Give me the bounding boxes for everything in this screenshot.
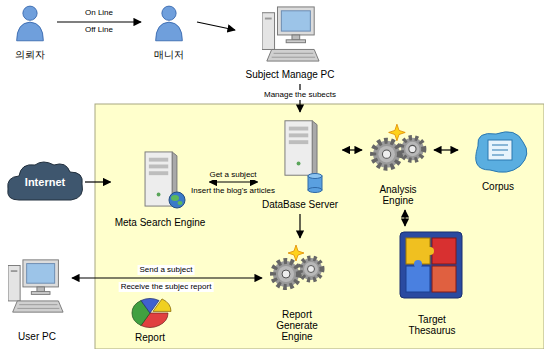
node-label: User PC — [18, 331, 56, 342]
node-caption: DataBase Server — [258, 194, 343, 212]
gears-icon — [373, 124, 424, 167]
person-icon — [156, 6, 183, 41]
person-node: 의뢰자 — [3, 0, 57, 64]
thesaurus-node: Target Thesaurus — [382, 226, 482, 340]
node-label: Corpus — [482, 181, 514, 192]
puzzle-icon — [400, 232, 462, 298]
node-caption: Corpus — [458, 176, 538, 194]
edge-label: Manage the subects — [262, 90, 338, 100]
gears-icon — [273, 245, 322, 287]
person-icon — [17, 6, 44, 41]
node-label: DataBase Server — [262, 199, 338, 210]
node-label: Meta Search Engine — [115, 217, 206, 228]
corpus-icon — [476, 132, 527, 172]
node-caption: Target Thesaurus — [382, 314, 482, 338]
edge-label: On Line — [83, 8, 115, 18]
node-caption: Report — [110, 327, 190, 345]
pc-node: Subject Manage PC — [235, 0, 345, 84]
connector-arrow — [343, 149, 363, 150]
pc-icon — [262, 7, 319, 61]
connector-arrow — [72, 277, 262, 278]
node-label: 의뢰자 — [15, 49, 45, 60]
person-node: 매니저 — [141, 0, 197, 64]
pc-node: User PC — [2, 250, 72, 346]
node-label: Analysis Engine — [373, 184, 423, 206]
node-label: Subject Manage PC — [246, 69, 335, 80]
node-caption: Analysis Engine — [362, 184, 434, 208]
flow-note: Off Line — [83, 25, 115, 35]
node-label: Report — [135, 332, 165, 343]
connector-arrow — [434, 149, 458, 150]
node-caption: 의뢰자 — [3, 44, 57, 62]
node-caption: Subject Manage PC — [235, 64, 345, 82]
report-node: Report — [110, 293, 190, 347]
connector-arrow — [57, 21, 141, 22]
node-label: Report Generate Engine — [273, 309, 321, 342]
node-label: Internet — [25, 177, 65, 188]
engine-node: Report Generate Engine — [262, 238, 332, 346]
connector-arrow — [85, 181, 111, 182]
corpus-node: Corpus — [458, 118, 538, 196]
node-label: Target Thesaurus — [405, 314, 460, 336]
node-caption: User PC — [2, 326, 72, 344]
server-node: DataBase Server — [258, 112, 343, 214]
connector-arrow — [197, 22, 235, 30]
pc-icon — [8, 260, 63, 312]
engine-node: Analysis Engine — [362, 118, 434, 210]
globe-icon — [169, 192, 185, 208]
database-cylinder — [308, 174, 322, 193]
node-caption: Report Generate Engine — [262, 309, 332, 344]
pie-chart-icon — [132, 299, 171, 328]
connector-arrow — [299, 214, 300, 238]
node-label: 매니저 — [154, 49, 184, 60]
node-caption: Internet — [5, 160, 85, 204]
edge-label: Get a subject — [207, 170, 258, 180]
connector-arrow — [210, 181, 258, 182]
cloud-outline — [8, 162, 83, 200]
connector-arrow — [404, 210, 405, 226]
system-region — [95, 104, 544, 349]
server-icon — [285, 121, 317, 176]
cloud-node: Internet — [5, 160, 85, 204]
edge-label: Send a subject — [138, 265, 195, 275]
node-caption: Meta Search Engine — [111, 212, 210, 230]
node-caption: 매니저 — [141, 44, 197, 62]
flow-note: Receive the subjec report — [119, 282, 214, 292]
flow-note: Insert the blog's articles — [189, 186, 277, 196]
